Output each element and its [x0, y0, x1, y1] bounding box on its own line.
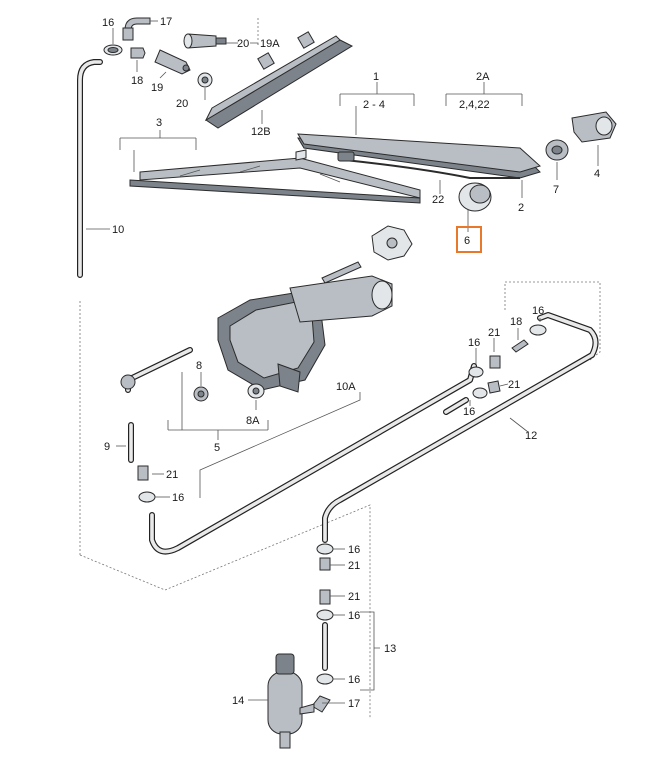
label-2: 2 [518, 202, 524, 214]
label-22: 22 [432, 194, 444, 206]
pump-14 [267, 653, 315, 749]
connector-21-bottom-b [319, 589, 331, 605]
nozzle-20-top [183, 33, 227, 49]
label-6: 6 [464, 235, 470, 247]
hose-10 [77, 59, 103, 278]
label-1: 1 [373, 71, 379, 83]
label-9: 9 [104, 441, 110, 453]
highlight-box-part-6 [456, 226, 482, 253]
label-7: 7 [553, 184, 559, 196]
label-20-seal: 20 [176, 98, 188, 110]
connector-21-left [137, 465, 149, 481]
leader-lines [86, 20, 599, 704]
label-21-left: 21 [166, 469, 178, 481]
label-8: 8 [196, 360, 202, 372]
clip-16-right-c [529, 324, 547, 336]
label-12: 12 [525, 430, 537, 442]
label-8a: 8A [246, 415, 260, 427]
clip-16-top [103, 44, 123, 56]
label-12b: 12B [251, 126, 271, 138]
gasket [371, 225, 413, 261]
label-5: 5 [214, 442, 220, 454]
elbow-17-top [122, 17, 151, 41]
cap-6 [458, 182, 492, 212]
part-labels: 16 17 20 19A 18 19 20 12B 1 2 - 4 2A 2,4… [102, 16, 600, 710]
label-16-top: 16 [102, 17, 114, 29]
label-13: 13 [384, 643, 396, 655]
wiper-arm-2 [295, 133, 541, 179]
seal-20 [197, 72, 213, 88]
label-16-bottom-c: 16 [348, 674, 360, 686]
label-18-top: 18 [131, 75, 143, 87]
clip-16-right-a [468, 366, 484, 378]
label-2-4: 2 - 4 [363, 99, 385, 111]
bracket-4 [571, 111, 617, 143]
nut-8 [193, 386, 209, 402]
hose-10a [149, 363, 477, 555]
label-2a-sub: 2,4,22 [459, 99, 490, 111]
connector-21-right-b [487, 380, 501, 394]
label-16-left: 16 [172, 492, 184, 504]
label-20-top: 20 [237, 38, 249, 50]
nozzle-19 [154, 49, 191, 75]
connector-18-top [130, 47, 146, 59]
label-4: 4 [594, 168, 600, 180]
clip-16-bottom-a [316, 543, 334, 555]
connector-18-right [511, 339, 529, 353]
clip-16-right-b [472, 387, 488, 399]
label-19a: 19A [260, 38, 280, 50]
label-17-top: 17 [160, 16, 172, 28]
wiper-motor [217, 275, 393, 393]
clip-16-bottom-c [316, 673, 334, 685]
elbow-17-bottom [311, 695, 331, 713]
connector-21-right-a [489, 355, 501, 369]
clip-16-bottom-b [316, 609, 334, 621]
connector-21-bottom-a [319, 557, 331, 571]
label-16-right-a: 16 [468, 337, 480, 349]
short-hose [443, 397, 469, 415]
label-21-right-b: 21 [508, 379, 520, 391]
nut-7 [545, 139, 569, 161]
shaft-pin [321, 261, 362, 284]
wiper-blade-3 [129, 157, 421, 204]
washer-8a [247, 383, 265, 399]
label-21-bottom-b: 21 [348, 591, 360, 603]
label-16-right-b: 16 [463, 406, 475, 418]
label-16-bottom-a: 16 [348, 544, 360, 556]
clip-16-left [138, 491, 156, 503]
label-14: 14 [232, 695, 244, 707]
label-2a: 2A [476, 71, 490, 83]
label-17-bottom: 17 [348, 698, 360, 710]
washer-tube-left [120, 347, 193, 393]
spray-line-22 [337, 151, 520, 179]
label-21-right-a: 21 [488, 327, 500, 339]
label-18-right: 18 [510, 316, 522, 328]
label-10a: 10A [336, 381, 356, 393]
label-16-bottom-b: 16 [348, 610, 360, 622]
spoiler-12b [204, 31, 354, 129]
label-10: 10 [112, 224, 124, 236]
hose-12 [322, 312, 599, 543]
label-3: 3 [156, 117, 162, 129]
label-19: 19 [151, 82, 163, 94]
label-16-right-c: 16 [532, 305, 544, 317]
label-21-bottom-a: 21 [348, 560, 360, 572]
